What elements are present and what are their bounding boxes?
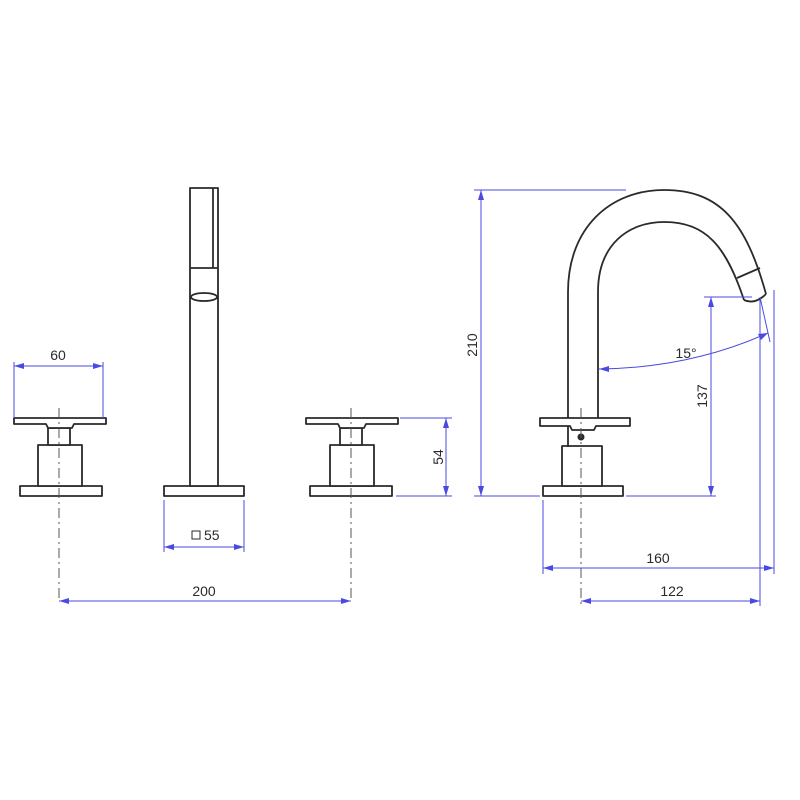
outlet-height-label: 137 — [694, 384, 710, 408]
spout-base-label: 55 — [204, 527, 220, 543]
spout-reach-label: 160 — [646, 550, 670, 566]
right-handle-cross-lever — [305, 417, 399, 429]
left-handle-cross-lever — [13, 417, 107, 429]
spout-outlet-ring — [736, 267, 761, 279]
spout-base-plate — [542, 485, 624, 497]
right-handle-body — [329, 444, 375, 487]
spout-lever — [539, 417, 631, 431]
total-height-label: 210 — [464, 333, 480, 357]
spout-body — [561, 445, 603, 487]
dimension-spout-base: 55 — [163, 500, 245, 552]
dimension-handle-spacing: 200 — [59, 583, 351, 604]
dimension-outlet-height: 137 — [626, 296, 752, 497]
handle-width-label: 60 — [50, 347, 66, 363]
center-lines — [58, 408, 582, 604]
dimension-handle-height: 54 — [396, 417, 452, 497]
dimension-spout-angle: 15° — [598, 296, 771, 372]
spout-outer-curve — [567, 189, 767, 447]
hand-shower-base-plate — [163, 485, 245, 497]
spout-projection-label: 122 — [660, 583, 684, 599]
hand-shower-holder — [189, 297, 219, 487]
spout-inner-curve — [597, 221, 745, 418]
left-handle-base-plate — [19, 485, 103, 497]
right-handle — [305, 417, 399, 497]
dimension-spout-projection: 122 — [581, 300, 761, 606]
spout-angle-label: 15° — [675, 345, 696, 361]
dimension-total-height: 210 — [464, 189, 626, 497]
left-handle-body — [37, 444, 83, 487]
hand-shower — [163, 187, 245, 497]
handle-height-label: 54 — [430, 449, 446, 465]
square-symbol-icon — [191, 530, 201, 540]
handle-spacing-label: 200 — [192, 583, 216, 599]
spout-side-view — [539, 189, 767, 497]
dimension-handle-width: 60 — [13, 347, 104, 418]
dimension-spout-reach: 160 — [542, 290, 775, 574]
hand-shower-ring — [190, 292, 218, 302]
left-handle — [13, 417, 107, 497]
spout-outlet — [743, 293, 767, 303]
